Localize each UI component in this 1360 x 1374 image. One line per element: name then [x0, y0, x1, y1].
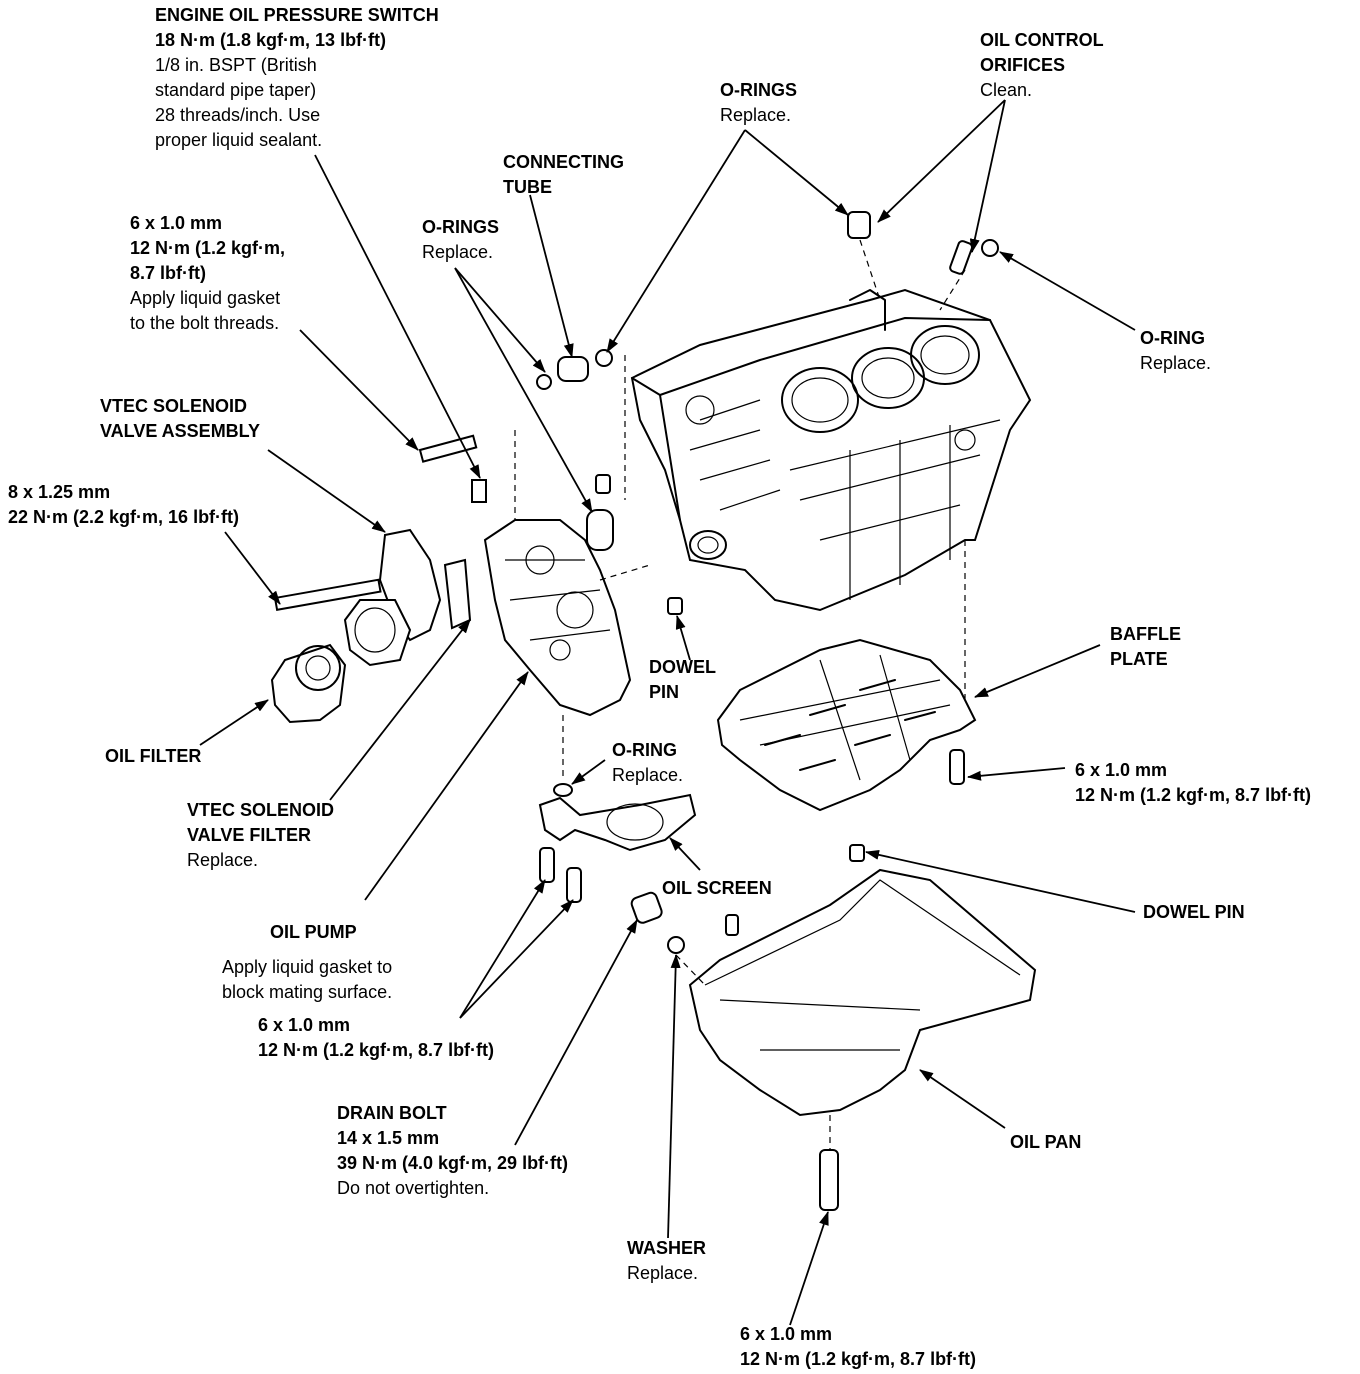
callout-washer: WASHER Replace.: [627, 1236, 706, 1286]
leader-lines: [199, 99, 1136, 1326]
callout-title-line: 6 x 1.0 mm: [740, 1324, 833, 1344]
callout-desc-line: Replace.: [627, 1263, 699, 1283]
callout-desc-line: Replace.: [612, 765, 684, 785]
callout-oil-screen: OIL SCREEN: [662, 876, 772, 901]
callout-oil-pressure-switch: ENGINE OIL PRESSURE SWITCH 18 N·m (1.8 kg…: [155, 3, 439, 153]
callout-title-line: OIL PUMP: [270, 922, 357, 942]
callout-title-line: VTEC SOLENOID: [100, 396, 248, 416]
callout-title-line: ENGINE OIL PRESSURE SWITCH: [155, 5, 439, 25]
callout-title-line: VALVE FILTER: [187, 825, 311, 845]
callout-title-line: 6 x 1.0 mm: [258, 1015, 351, 1035]
oil-pan: [688, 868, 1037, 1117]
callout-title-line: 22 N·m (2.2 kgf·m, 16 lbf·ft): [8, 507, 240, 527]
alignment-lines: [514, 239, 966, 1150]
callout-title-line: DOWEL PIN: [1143, 902, 1245, 922]
callout-title-line: VALVE ASSEMBLY: [100, 421, 261, 441]
callout-title-line: 6 x 1.0 mm: [1075, 760, 1168, 780]
callout-title-line: TUBE: [503, 177, 552, 197]
callout-bolt-6x1-upper: 6 x 1.0 mm 12 N·m (1.2 kgf·m, 8.7 lbf·ft) A…: [130, 211, 285, 336]
callout-desc-line: 28 threads/inch. Use: [155, 105, 321, 125]
callout-desc-line: Apply liquid gasket: [130, 288, 281, 308]
callout-title-line: ORIFICES: [980, 55, 1066, 75]
callout-title-line: VTEC SOLENOID: [187, 800, 335, 820]
callout-title-line: DRAIN BOLT: [337, 1103, 447, 1123]
callout-dowel-pin-right: DOWEL PIN: [1143, 900, 1245, 925]
callout-desc-line: Replace.: [187, 850, 259, 870]
callout-bolt-6x1-screen: 6 x 1.0 mm 12 N·m (1.2 kgf·m, 8.7 lbf·ft): [258, 1013, 494, 1063]
callout-desc-line: Replace.: [720, 105, 792, 125]
callout-bolt-6x1-baffle: 6 x 1.0 mm 12 N·m (1.2 kgf·m, 8.7 lbf·ft): [1075, 758, 1311, 808]
callout-oring-screen: O-RING Replace.: [612, 738, 683, 788]
callout-title-line: OIL CONTROL: [980, 30, 1104, 50]
callout-dowel-pin-mid: DOWEL PIN: [649, 655, 716, 705]
callout-desc-line: block mating surface.: [222, 982, 393, 1002]
callout-title-line: 14 x 1.5 mm: [337, 1128, 440, 1148]
engine-block: [630, 288, 1032, 612]
callout-desc-line: Do not overtighten.: [337, 1178, 490, 1198]
callout-title-line: 12 N·m (1.2 kgf·m, 8.7 lbf·ft): [740, 1349, 977, 1369]
callout-oil-pump-note: Apply liquid gasket to block mating surfa…: [222, 955, 392, 1005]
callout-desc-line: Clean.: [980, 80, 1033, 100]
callout-vtec-solenoid-assembly: VTEC SOLENOID VALVE ASSEMBLY: [100, 394, 260, 444]
callout-oring-right: O-RING Replace.: [1140, 326, 1211, 376]
baffle-plate: [716, 638, 977, 812]
callout-title-line: CONNECTING: [503, 152, 624, 172]
callout-baffle-plate: BAFFLE PLATE: [1110, 622, 1181, 672]
callout-desc-line: Replace.: [422, 242, 494, 262]
callout-oil-pump: OIL PUMP: [270, 920, 357, 945]
callout-title-line: 39 N·m (4.0 kgf·m, 29 lbf·ft): [337, 1153, 569, 1173]
callout-drain-bolt: DRAIN BOLT 14 x 1.5 mm 39 N·m (4.0 kgf·m, …: [337, 1101, 568, 1201]
callout-title-line: DOWEL: [649, 657, 716, 677]
callout-desc-line: Apply liquid gasket to: [222, 957, 393, 977]
callout-oil-filter: OIL FILTER: [105, 744, 201, 769]
callout-desc-line: standard pipe taper): [155, 80, 317, 100]
vtec-solenoid-assembly: [343, 528, 472, 667]
callout-vtec-solenoid-filter: VTEC SOLENOID VALVE FILTER Replace.: [187, 798, 334, 873]
callout-title-line: PLATE: [1110, 649, 1168, 669]
callout-title-line: PIN: [649, 682, 680, 702]
callout-title-line: WASHER: [627, 1238, 707, 1258]
callout-title-line: 8.7 lbf·ft): [130, 263, 206, 283]
callout-title-line: OIL PAN: [1010, 1132, 1082, 1152]
callout-title-line: BAFFLE: [1110, 624, 1181, 644]
callout-title-line: O-RINGS: [422, 217, 500, 237]
callout-desc-line: to the bolt threads.: [130, 313, 280, 333]
callout-orings-top: O-RINGS Replace.: [720, 78, 797, 128]
callout-bolt-6x1-pan: 6 x 1.0 mm 12 N·m (1.2 kgf·m, 8.7 lbf·ft): [740, 1322, 976, 1372]
callout-desc-line: 1/8 in. BSPT (British: [155, 55, 317, 75]
callout-connecting-tube: CONNECTING TUBE: [503, 150, 624, 200]
callout-title-line: O-RING: [1140, 328, 1205, 348]
callout-title-line: O-RINGS: [720, 80, 798, 100]
oil-filter: [270, 643, 347, 724]
callout-title-line: 18 N·m (1.8 kgf·m, 13 lbf·ft): [155, 30, 387, 50]
callout-title-line: O-RING: [612, 740, 677, 760]
callout-title-line: 12 N·m (1.2 kgf·m, 8.7 lbf·ft): [258, 1040, 495, 1060]
oil-pump: [483, 519, 632, 717]
oil-screen: [538, 793, 697, 852]
callout-oil-control-orifices: OIL CONTROL ORIFICES Clean.: [980, 28, 1104, 103]
callout-title-line: 12 N·m (1.2 kgf·m, 8.7 lbf·ft): [1075, 785, 1312, 805]
fasteners: [273, 211, 999, 1211]
callout-bolt-8x125: 8 x 1.25 mm 22 N·m (2.2 kgf·m, 16 lbf·ft): [8, 480, 239, 530]
callout-title-line: OIL FILTER: [105, 746, 202, 766]
callout-title-line: 12 N·m (1.2 kgf·m,: [130, 238, 286, 258]
callout-desc-line: Replace.: [1140, 353, 1212, 373]
callout-desc-line: proper liquid sealant.: [155, 130, 323, 150]
callout-title-line: 8 x 1.25 mm: [8, 482, 111, 502]
callout-title-line: 6 x 1.0 mm: [130, 213, 223, 233]
callout-oil-pan: OIL PAN: [1010, 1130, 1081, 1155]
callout-title-line: OIL SCREEN: [662, 878, 772, 898]
callout-orings-mid: O-RINGS Replace.: [422, 215, 499, 265]
